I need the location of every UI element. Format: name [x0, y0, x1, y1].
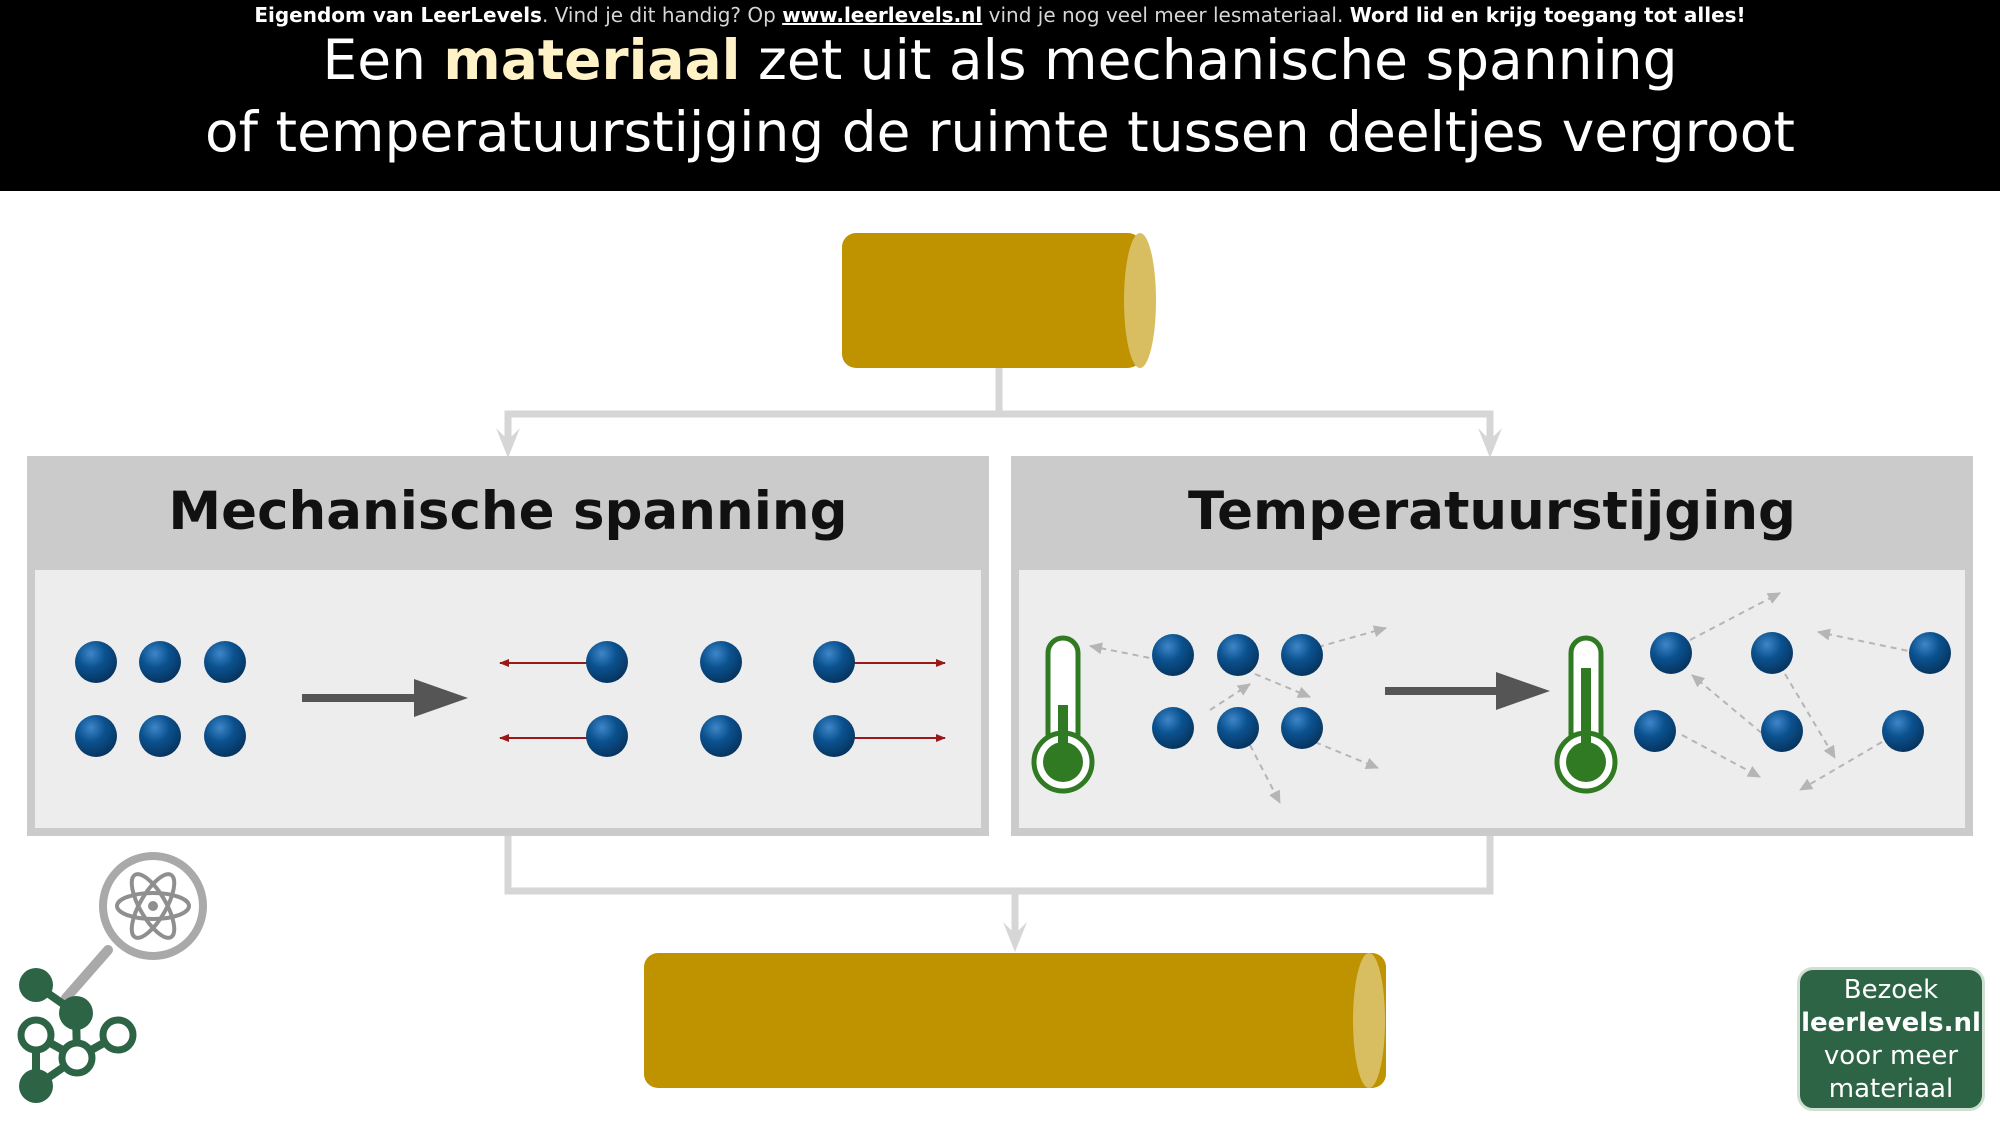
notice-mid: . Vind je dit handig? Op	[541, 3, 783, 27]
connector-top	[504, 368, 1494, 440]
motion-arrows-cold	[1089, 625, 1387, 804]
particle	[1882, 710, 1924, 752]
science-logo-icon	[17, 852, 207, 1103]
motion-arrow	[1784, 673, 1836, 759]
particle	[586, 641, 628, 683]
ownership-notice: Eigendom van LeerLevels. Vind je dit han…	[0, 3, 2000, 27]
molecule-node	[59, 996, 93, 1030]
connector-top-line	[504, 368, 1003, 440]
visit-line-1: Bezoek	[1843, 975, 1939, 1005]
material-rod-bottom	[644, 953, 1386, 1088]
particle	[1217, 707, 1259, 749]
particle	[139, 641, 181, 683]
thermometer-bulb	[1566, 742, 1606, 782]
motion-arrow	[1304, 737, 1379, 769]
rod-bottom-end	[1353, 953, 1385, 1088]
connector-bottom	[504, 836, 1494, 935]
process-arrow-right	[1385, 672, 1550, 710]
thermometer-level	[1058, 705, 1068, 765]
particles-hot	[1634, 632, 1951, 752]
motion-arrow	[1689, 592, 1781, 641]
particle	[1761, 710, 1803, 752]
particle	[1281, 707, 1323, 749]
visit-line-4: materiaal	[1828, 1074, 1954, 1104]
molecule-node	[19, 1069, 53, 1103]
particles-stretched	[586, 641, 855, 757]
panel-temperature-inner	[1019, 570, 1965, 828]
motion-arrows-hot	[1681, 592, 1919, 791]
particle	[1152, 634, 1194, 676]
motion-arrow	[1254, 673, 1311, 698]
particle	[813, 641, 855, 683]
title-highlight: materiaal	[443, 28, 741, 92]
panel-temperature	[1011, 456, 1973, 836]
molecule-node	[99, 1016, 137, 1054]
material-rod-top	[842, 233, 1156, 368]
process-arrow-head	[414, 679, 468, 717]
particle	[1650, 632, 1692, 674]
rod-top-end	[1124, 233, 1156, 368]
molecule-node	[19, 968, 53, 1002]
title-line-1: Een materiaal zet uit als mechanische sp…	[0, 28, 2000, 92]
particle	[813, 715, 855, 757]
particle	[1217, 634, 1259, 676]
particle	[1909, 632, 1951, 674]
title-post: zet uit als mechanische spanning	[740, 28, 1678, 92]
process-arrow-head	[1496, 672, 1550, 710]
visit-leerlevels-button[interactable]: Bezoek leerlevels.nl voor meer materiaal	[1797, 967, 1985, 1111]
particle	[139, 715, 181, 757]
connector-arrowhead-right	[1478, 428, 1502, 458]
particle	[586, 715, 628, 757]
particle	[1634, 710, 1676, 752]
motion-arrow	[1681, 734, 1761, 778]
particles-before	[75, 641, 246, 757]
panel-title-mechanical: Mechanische spanning	[168, 481, 848, 542]
particle	[700, 715, 742, 757]
notice-cta: Word lid en krijg toegang tot alles!	[1349, 3, 1746, 27]
rod-top-body	[842, 233, 1142, 368]
motion-arrow	[1089, 642, 1161, 661]
thermometer-level	[1581, 668, 1591, 765]
particle	[204, 715, 246, 757]
particle	[75, 641, 117, 683]
molecule-node	[58, 1039, 96, 1077]
particle	[204, 641, 246, 683]
process-arrow-left	[302, 679, 468, 717]
thermometer-icon-hot	[1554, 635, 1618, 794]
particle	[1281, 634, 1323, 676]
particle	[75, 715, 117, 757]
notice-link[interactable]: www.leerlevels.nl	[782, 3, 983, 27]
notice-rest: vind je nog veel meer lesmateriaal.	[982, 3, 1350, 27]
motion-arrow	[1799, 741, 1883, 791]
rod-bottom-body	[644, 953, 1386, 1088]
title-line-2: of temperatuurstijging de ruimte tussen …	[205, 100, 1795, 164]
motion-arrow	[1691, 674, 1771, 741]
particle	[1751, 632, 1793, 674]
visit-line-2: leerlevels.nl	[1801, 1008, 1981, 1038]
connector-arrowhead-left	[496, 428, 520, 458]
atom-icon	[115, 872, 191, 940]
particle	[1152, 707, 1194, 749]
motion-arrow	[1317, 625, 1387, 648]
title-pre: Een	[322, 28, 444, 92]
force-arrows	[499, 659, 946, 742]
notice-owner: Eigendom van LeerLevels	[254, 3, 542, 27]
connector-top-line-right	[999, 410, 1494, 440]
particle	[700, 641, 742, 683]
molecule-node	[17, 1016, 55, 1054]
panel-mechanical-inner	[35, 570, 981, 828]
connector-bottom-line	[504, 836, 1494, 895]
motion-arrow	[1209, 683, 1251, 711]
logo-handle	[61, 945, 113, 1003]
panel-mechanical	[27, 456, 989, 836]
connector-arrowhead-bottom	[1003, 922, 1027, 952]
atom-nucleus	[148, 901, 158, 911]
particles-cold	[1152, 634, 1323, 749]
header-bar: Eigendom van LeerLevels. Vind je dit han…	[0, 0, 2000, 191]
panel-title-temperature: Temperatuurstijging	[1188, 481, 1796, 542]
thermometer-bulb	[1043, 742, 1083, 782]
thermometer-icon	[1031, 635, 1095, 794]
visit-line-3: voor meer	[1823, 1041, 1959, 1071]
